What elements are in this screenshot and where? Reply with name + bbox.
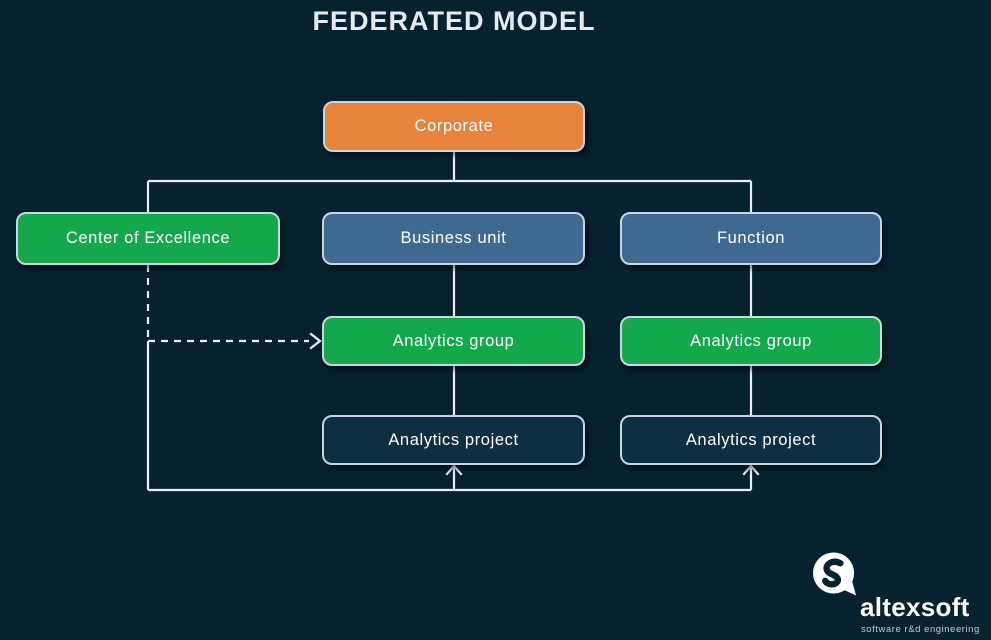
altexsoft-tagline: software r&d engineering [861, 624, 980, 635]
node-corporate: Corporate [323, 101, 585, 152]
node-label: Analytics project [685, 430, 817, 449]
node-function: Function [620, 212, 882, 265]
node-analytics-group-right: Analytics group [620, 316, 882, 366]
node-label: Business unit [400, 229, 507, 247]
node-label: Analytics project [388, 430, 519, 449]
node-business-unit: Business unit [322, 212, 585, 265]
node-label: Function [716, 229, 786, 247]
arrowhead [445, 464, 463, 476]
diagram-title: FEDERATED MODEL [312, 6, 596, 36]
node-label: Analytics group [690, 331, 812, 350]
node-label: Analytics group [392, 331, 515, 350]
node-analytics-project-left: Analytics project [322, 415, 585, 465]
node-center-of-excellence: Center of Excellence [16, 212, 280, 265]
node-label: Corporate [414, 117, 494, 135]
node-label: Center of Excellence [65, 229, 231, 247]
node-analytics-group-left: Analytics group [322, 316, 585, 366]
node-analytics-project-right: Analytics project [620, 415, 882, 465]
arrowhead [742, 464, 760, 476]
altexsoft-logo: altexsoft software r&d engineering [810, 548, 990, 638]
altexsoft-logo-icon [812, 552, 857, 596]
arrowhead [309, 332, 322, 350]
altexsoft-wordmark: altexsoft [860, 592, 970, 622]
